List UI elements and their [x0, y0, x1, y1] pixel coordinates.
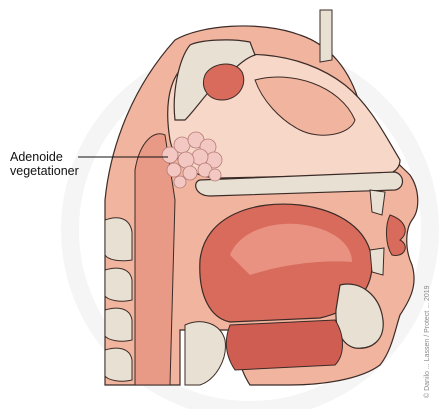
sinus: [204, 64, 244, 100]
adenoid-label-line1: Adenoide: [10, 150, 63, 164]
adenoid-label-line2: vegetationer: [10, 164, 79, 178]
image-credit: © Danilo ... Lassen / Protect ... 2019: [424, 285, 431, 398]
nasal-bone: [320, 10, 332, 62]
floor-muscle: [226, 320, 342, 370]
larynx: [185, 322, 225, 385]
